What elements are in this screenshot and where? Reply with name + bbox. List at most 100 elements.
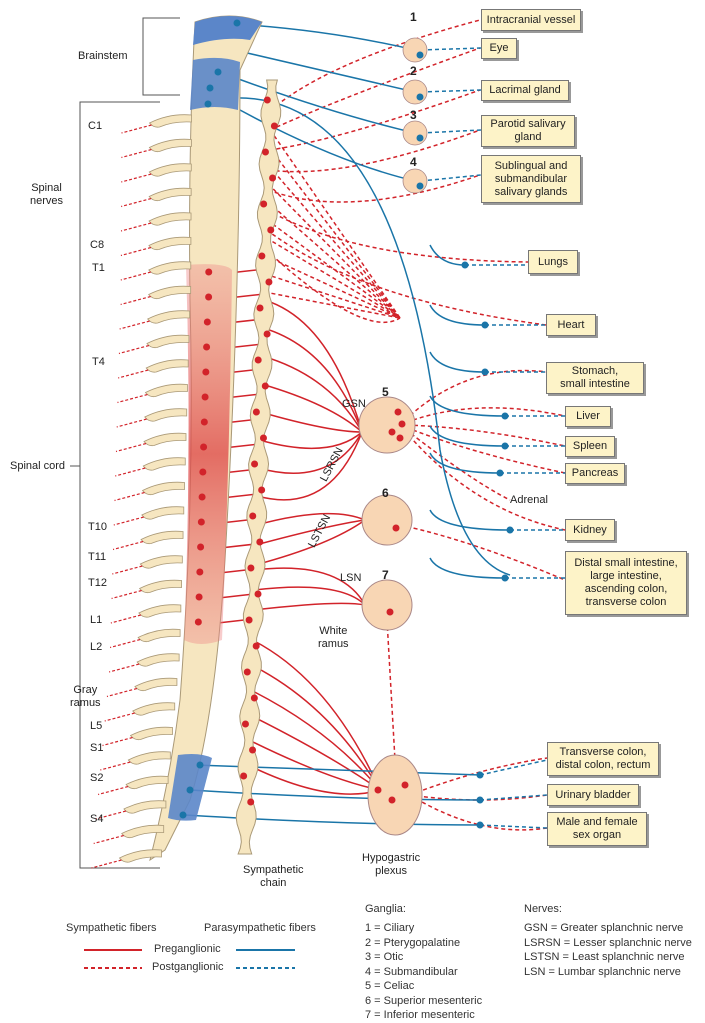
legend-ganglion: 6 = Superior mesenteric [365, 994, 483, 1007]
label-l1: L1 [90, 614, 103, 626]
legend-ganglia-title: Ganglia: [365, 903, 406, 915]
vagal-branch [429, 244, 466, 266]
spinal-nerve-postganglionic [111, 589, 142, 600]
terminal-ganglion-dot [476, 796, 484, 804]
cranial-ganglion-neuron-dot [416, 182, 424, 190]
vagal-branch [429, 395, 506, 417]
terminal-ganglion-dot [506, 526, 514, 534]
cord-neuron-dot [198, 493, 206, 501]
spinal-nerve-postganglionic [95, 810, 127, 820]
spinal-nerve-postganglionic [121, 197, 152, 208]
spinal-nerve-postganglionic [102, 736, 133, 747]
label-lsn: LSN [340, 572, 362, 584]
preganglionic-parasympathetic-cranial [234, 23, 416, 51]
cord-neuron-dot [195, 593, 203, 601]
label-c1: C1 [88, 120, 103, 132]
spinal-cord-bracket [79, 101, 160, 869]
label-l2: L2 [90, 641, 103, 653]
legend-nerve: GSN = Greater splanchnic nerve [524, 922, 684, 934]
postganglionic-sympathetic [269, 89, 481, 151]
postganglionic-sympathetic-thoracic [267, 183, 401, 319]
vagal-branch [429, 557, 506, 579]
cord-neuron-dot [200, 443, 208, 451]
ganglion-1 [402, 37, 428, 63]
legend-ganglion: 3 = Otic [365, 951, 404, 963]
terminal-ganglion-dot [501, 574, 509, 582]
cervical-blue [190, 57, 240, 110]
organ-lacrimal-gland: Lacrimal gland [481, 80, 569, 101]
terminal-ganglion-dot [481, 368, 489, 376]
preganglionic-parasympathetic-cranial [229, 48, 416, 93]
legend-postganglionic: Postganglionic [152, 961, 224, 973]
legend-preganglionic: Preganglionic [154, 943, 221, 955]
organ-parotid-salivary-gland: Parotid salivary gland [481, 115, 575, 147]
spinal-nerve-root [148, 212, 192, 226]
ganglion-neuron-dot [396, 434, 404, 442]
chain-ganglion-dot [254, 590, 262, 598]
ganglion-3 [402, 120, 428, 146]
cord-neuron-dot [196, 568, 204, 576]
spinal-nerve-postganglionic [116, 418, 147, 428]
splanchnic-nerve [258, 431, 363, 474]
postganglionic-sympathetic [267, 209, 529, 263]
legend-sympathetic-title: Sympathetic fibers [66, 922, 157, 934]
chain-ganglion-dot [241, 720, 249, 728]
organ-stomach-small-intestine: Stomach, small intestine [546, 362, 644, 394]
pelvic-splanchnic-sympathetic [252, 639, 381, 791]
vagal-branch [429, 452, 501, 474]
ganglion-neuron-dot [386, 608, 394, 616]
organ-sex-organs: Male and female sex organ [547, 812, 647, 846]
chain-ganglion-dot [247, 564, 255, 572]
label-t11: T11 [88, 551, 107, 563]
pelvic-splanchnic-parasympathetic [189, 789, 481, 801]
sacral-neuron-dot [179, 811, 187, 819]
spinal-nerve-root [123, 800, 167, 814]
organ-urinary-bladder: Urinary bladder [547, 784, 639, 806]
organ-intracranial-vessel: Intracranial vessel [481, 9, 581, 31]
label-c8: C8 [90, 239, 105, 251]
chain-ganglion-dot [260, 200, 268, 208]
splanchnic-nerve [257, 431, 363, 501]
spinal-nerve-root [127, 751, 171, 765]
postganglionic-parasympathetic-cranial [420, 129, 482, 134]
label-spinal-nerves: Spinal nerves [30, 182, 64, 207]
chain-ganglion-dot [251, 460, 259, 468]
brainstem-nucleus-dot [214, 68, 222, 76]
chain-ganglion-dot [252, 408, 260, 416]
sacral-neuron-dot [186, 786, 194, 794]
spinal-nerve-root [146, 334, 190, 349]
brainstem-blue [193, 16, 262, 45]
postganglionic-sympathetic-thoracic [268, 165, 401, 319]
label-brainstem: Brainstem [78, 50, 128, 62]
cranial-ganglion-neuron-dot [416, 134, 424, 142]
postganglionic-celiac [399, 407, 566, 426]
organ-spleen: Spleen [565, 436, 615, 457]
vagal-branch [429, 425, 506, 447]
vagus-nerve [229, 97, 511, 576]
label-s4: S4 [90, 813, 104, 825]
splanchnic-nerve [262, 355, 363, 433]
spinal-nerve-postganglionic [120, 295, 151, 306]
postganglionic-sympathetic-thoracic [269, 129, 401, 319]
ganglion-neuron-dot [394, 408, 402, 416]
ganglion-number-3: 3 [410, 108, 417, 122]
postganglionic-sympathetic [265, 249, 401, 323]
postganglionic-sympathetic [268, 129, 481, 173]
ganglion-number-7: 7 [382, 568, 389, 582]
cord-neuron-dot [203, 318, 211, 326]
spinal-nerve-postganglionic [120, 222, 152, 232]
organ-sublingual-submandibular-glands: Sublingual and submandibular salivary gl… [481, 155, 581, 203]
chain-ganglion-dot [258, 252, 266, 260]
label-gray-ramus: Gray ramus [70, 684, 101, 709]
inferior-mesenteric-to-plexus [386, 619, 396, 761]
legend-nerve: LSRSN = Lesser splanchnic nerve [524, 936, 692, 949]
ganglion-7-inferior-mesenteric [361, 579, 413, 631]
lumbar-splanchnic-nerve [254, 586, 366, 606]
postganglionic-sympathetic-thoracic [264, 291, 401, 319]
label-t10: T10 [88, 521, 107, 533]
chain-ganglion-dot [245, 616, 253, 624]
pelvic-splanchnic-parasympathetic [194, 764, 481, 776]
spinal-nerve-postganglionic [93, 834, 124, 845]
spinal-nerve-postganglionic [104, 712, 135, 722]
ganglion-5-celiac [358, 396, 416, 454]
